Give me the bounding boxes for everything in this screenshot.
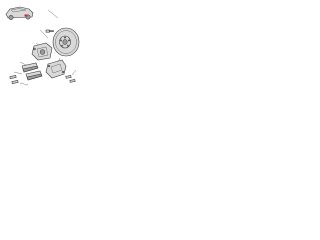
car-body-icon <box>5 6 34 20</box>
highlighted-wheel-marker <box>24 14 28 17</box>
brake-disc-icon <box>52 27 80 57</box>
caliper-bracket-icon <box>45 59 67 79</box>
bolt-icon <box>45 29 54 33</box>
caliper-icon <box>31 42 53 61</box>
hardware-kit-icon <box>9 75 76 86</box>
brake-pad-icon <box>21 62 43 81</box>
brake-parts-diagram <box>5 6 80 86</box>
